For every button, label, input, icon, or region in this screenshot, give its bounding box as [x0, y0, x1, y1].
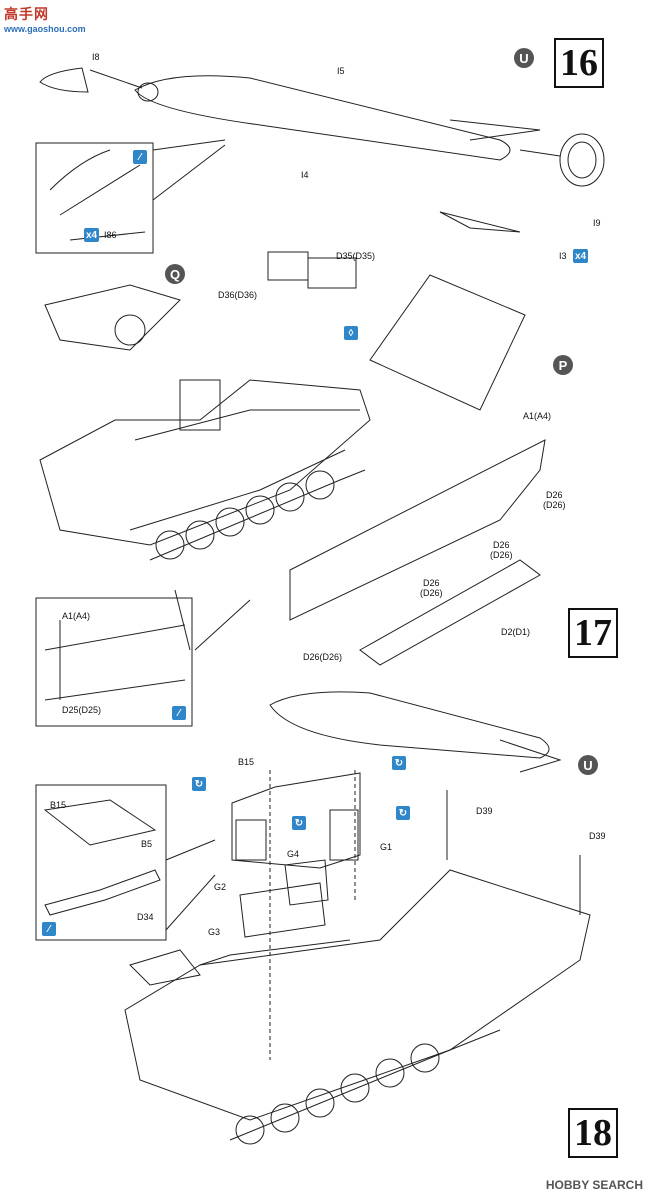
watermark-title: 高手网 — [4, 6, 49, 22]
label-b15: B15 — [238, 757, 255, 767]
label-i8: I8 — [92, 52, 100, 62]
label-d26-2: D26 (D26) — [490, 540, 513, 560]
rotate-icon: ↻ — [292, 816, 306, 830]
label-d25: D25(D25) — [62, 705, 102, 715]
missile-16 — [39, 67, 605, 233]
label-d34: D34 — [137, 912, 154, 922]
label-d2: D2(D1) — [501, 627, 531, 637]
watermark-logo: 高手网 www.gaoshou.com — [4, 4, 86, 34]
label-d39-2: D39 — [589, 831, 606, 841]
step-number-17: 17 — [568, 608, 618, 658]
multiplier-badge-i3: x4 — [573, 249, 589, 263]
step-number-18: 18 — [568, 1108, 618, 1158]
label-d26-3: D26 (D26) — [420, 578, 443, 598]
marker-p: P — [553, 355, 573, 375]
rotate-icon: ↻ — [396, 806, 410, 820]
glue-icon: ⁄ — [42, 922, 56, 936]
marker-u-bottom: U — [578, 755, 598, 775]
label-d26-4: D26(D26) — [303, 652, 343, 662]
label-g4: G4 — [287, 849, 300, 859]
label-a1-detail: A1(A4) — [62, 611, 91, 621]
label-g1: G1 — [380, 842, 393, 852]
watermark-url: www.gaoshou.com — [4, 24, 86, 34]
label-g2: G2 — [214, 882, 227, 892]
vehicle-17 — [39, 251, 546, 666]
vehicle-18 — [124, 691, 591, 1145]
label-b5: B5 — [141, 839, 153, 849]
marker-u-top: U — [514, 48, 534, 68]
marker-q: Q — [165, 264, 185, 284]
label-i3: I3 — [559, 251, 567, 261]
label-i9: I9 — [593, 218, 601, 228]
rotate-icon: ↻ — [192, 777, 206, 791]
glue-icon: ⁄ — [172, 706, 186, 720]
label-i86: I86 — [104, 230, 117, 240]
label-d35: D35(D35) — [336, 251, 376, 261]
footer-brand: HOBBY SEARCH — [545, 1178, 643, 1192]
glue-icon: ⁄ — [133, 150, 147, 164]
label-i5: I5 — [337, 66, 345, 76]
label-a1: A1(A4) — [523, 411, 552, 421]
label-i4: I4 — [301, 170, 309, 180]
label-d39: D39 — [476, 806, 493, 816]
step-number-16: 16 — [554, 38, 604, 88]
label-b15-detail: B15 — [50, 800, 67, 810]
label-g3: G3 — [208, 927, 221, 937]
paint-icon: ◊ — [344, 326, 358, 340]
multiplier-badge-detail: x4 — [84, 228, 100, 242]
rotate-icon: ↻ — [392, 756, 406, 770]
label-d36: D36(D36) — [218, 290, 258, 300]
label-d26-1: D26 (D26) — [543, 490, 566, 510]
